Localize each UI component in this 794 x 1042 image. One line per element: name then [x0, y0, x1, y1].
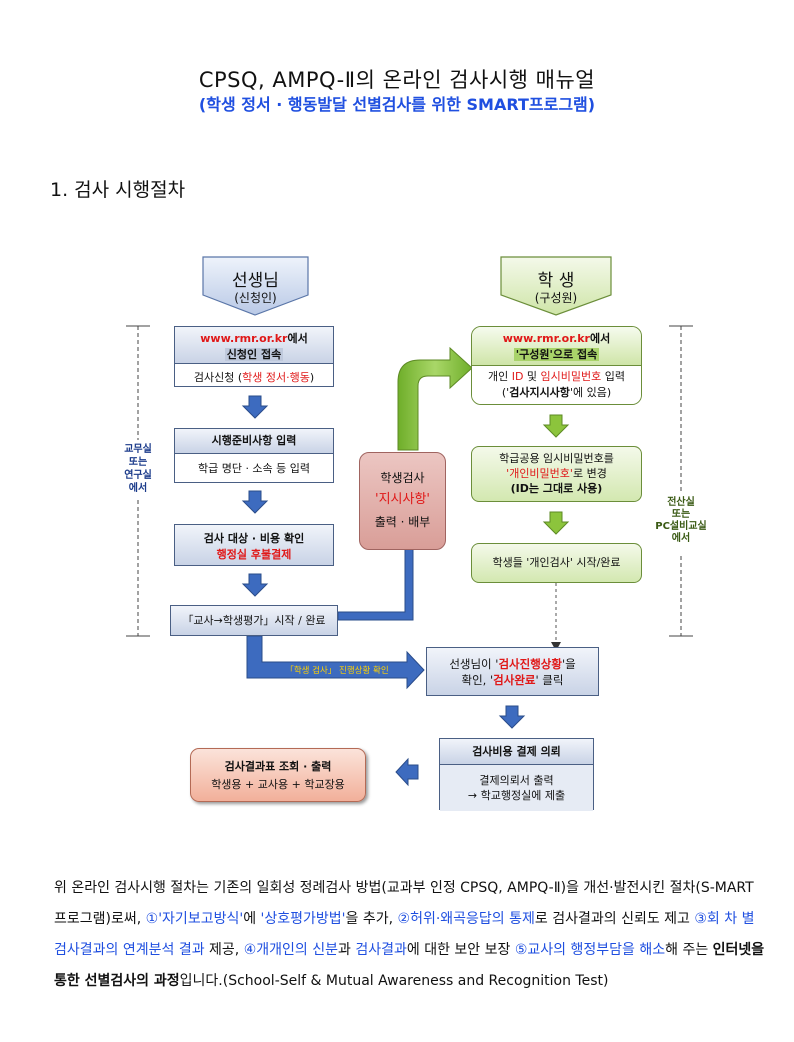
teacher-step-confirm-cost: 검사 대상 · 비용 확인 행정실 후불결제: [174, 524, 334, 566]
teacher-step-prepare: 시행준비사항 입력 학급 명단 · 소속 등 입력: [174, 428, 334, 483]
down-arrow-icon: [241, 395, 269, 419]
connector-teacher-to-student: [337, 547, 414, 621]
down-arrow-icon: [241, 573, 269, 597]
progress-label: 「학생 검사」 진행상황 확인: [285, 666, 389, 676]
teacher-banner-sub: (신청인): [234, 291, 277, 305]
payment-request: 검사비용 결제 의뢰 결제의뢰서 출력 → 학교행정실에 제출: [439, 738, 594, 811]
student-banner-title: 학 생: [537, 271, 575, 291]
teacher-confirm-complete: 선생님이 '검사진행상황'을 확인, '검사완료' 클릭: [426, 647, 599, 696]
student-step-access: www.rmr.or.kr에서 '구성원'으로 접속 개인 ID 및 임시비밀번…: [471, 326, 642, 405]
student-instruction-print: 학생검사 '지시사항' 출력 · 배부: [359, 452, 446, 550]
down-arrow-icon: [542, 511, 570, 535]
student-step-password: 학급공용 임시비밀번호를 '개인비밀번호'로 변경 (ID는 그대로 사용): [471, 446, 642, 502]
teacher-banner-title: 선생님: [232, 271, 279, 291]
left-arrow-icon: [395, 757, 419, 787]
teacher-banner-shape: [202, 256, 309, 316]
document-subtitle: (학생 정서 · 행동발달 선별검사를 위한 SMART프로그램): [198, 95, 596, 114]
description-paragraph: 위 온라인 검사시행 절차는 기존의 일회성 정례검사 방법(교과부 인정 CP…: [54, 880, 765, 989]
down-arrow-icon: [241, 490, 269, 514]
document-title: CPSQ, AMPQ-Ⅱ의 온라인 검사시행 매뉴얼: [198, 68, 596, 92]
student-banner-sub: (구성원): [534, 291, 578, 305]
green-up-right-arrow: [397, 346, 473, 451]
student-banner-shape: [500, 256, 612, 316]
section-title: 1. 검사 시행절차: [50, 179, 186, 201]
teacher-step-access: www.rmr.or.kr에서 신청인 접속 검사신청 (학생 정서·행동): [174, 326, 334, 387]
result-view-print: 검사결과표 조회 · 출력 학생용 + 교사용 + 학교장용: [190, 748, 366, 802]
student-step-test: 학생들 '개인검사' 시작/완료: [471, 543, 642, 583]
down-arrow-icon: [498, 705, 526, 729]
teacher-step-evaluation: 「교사→학생평가」시작 / 완료: [170, 605, 338, 636]
down-arrow-icon: [542, 414, 570, 438]
progress-arrow: [246, 635, 425, 690]
